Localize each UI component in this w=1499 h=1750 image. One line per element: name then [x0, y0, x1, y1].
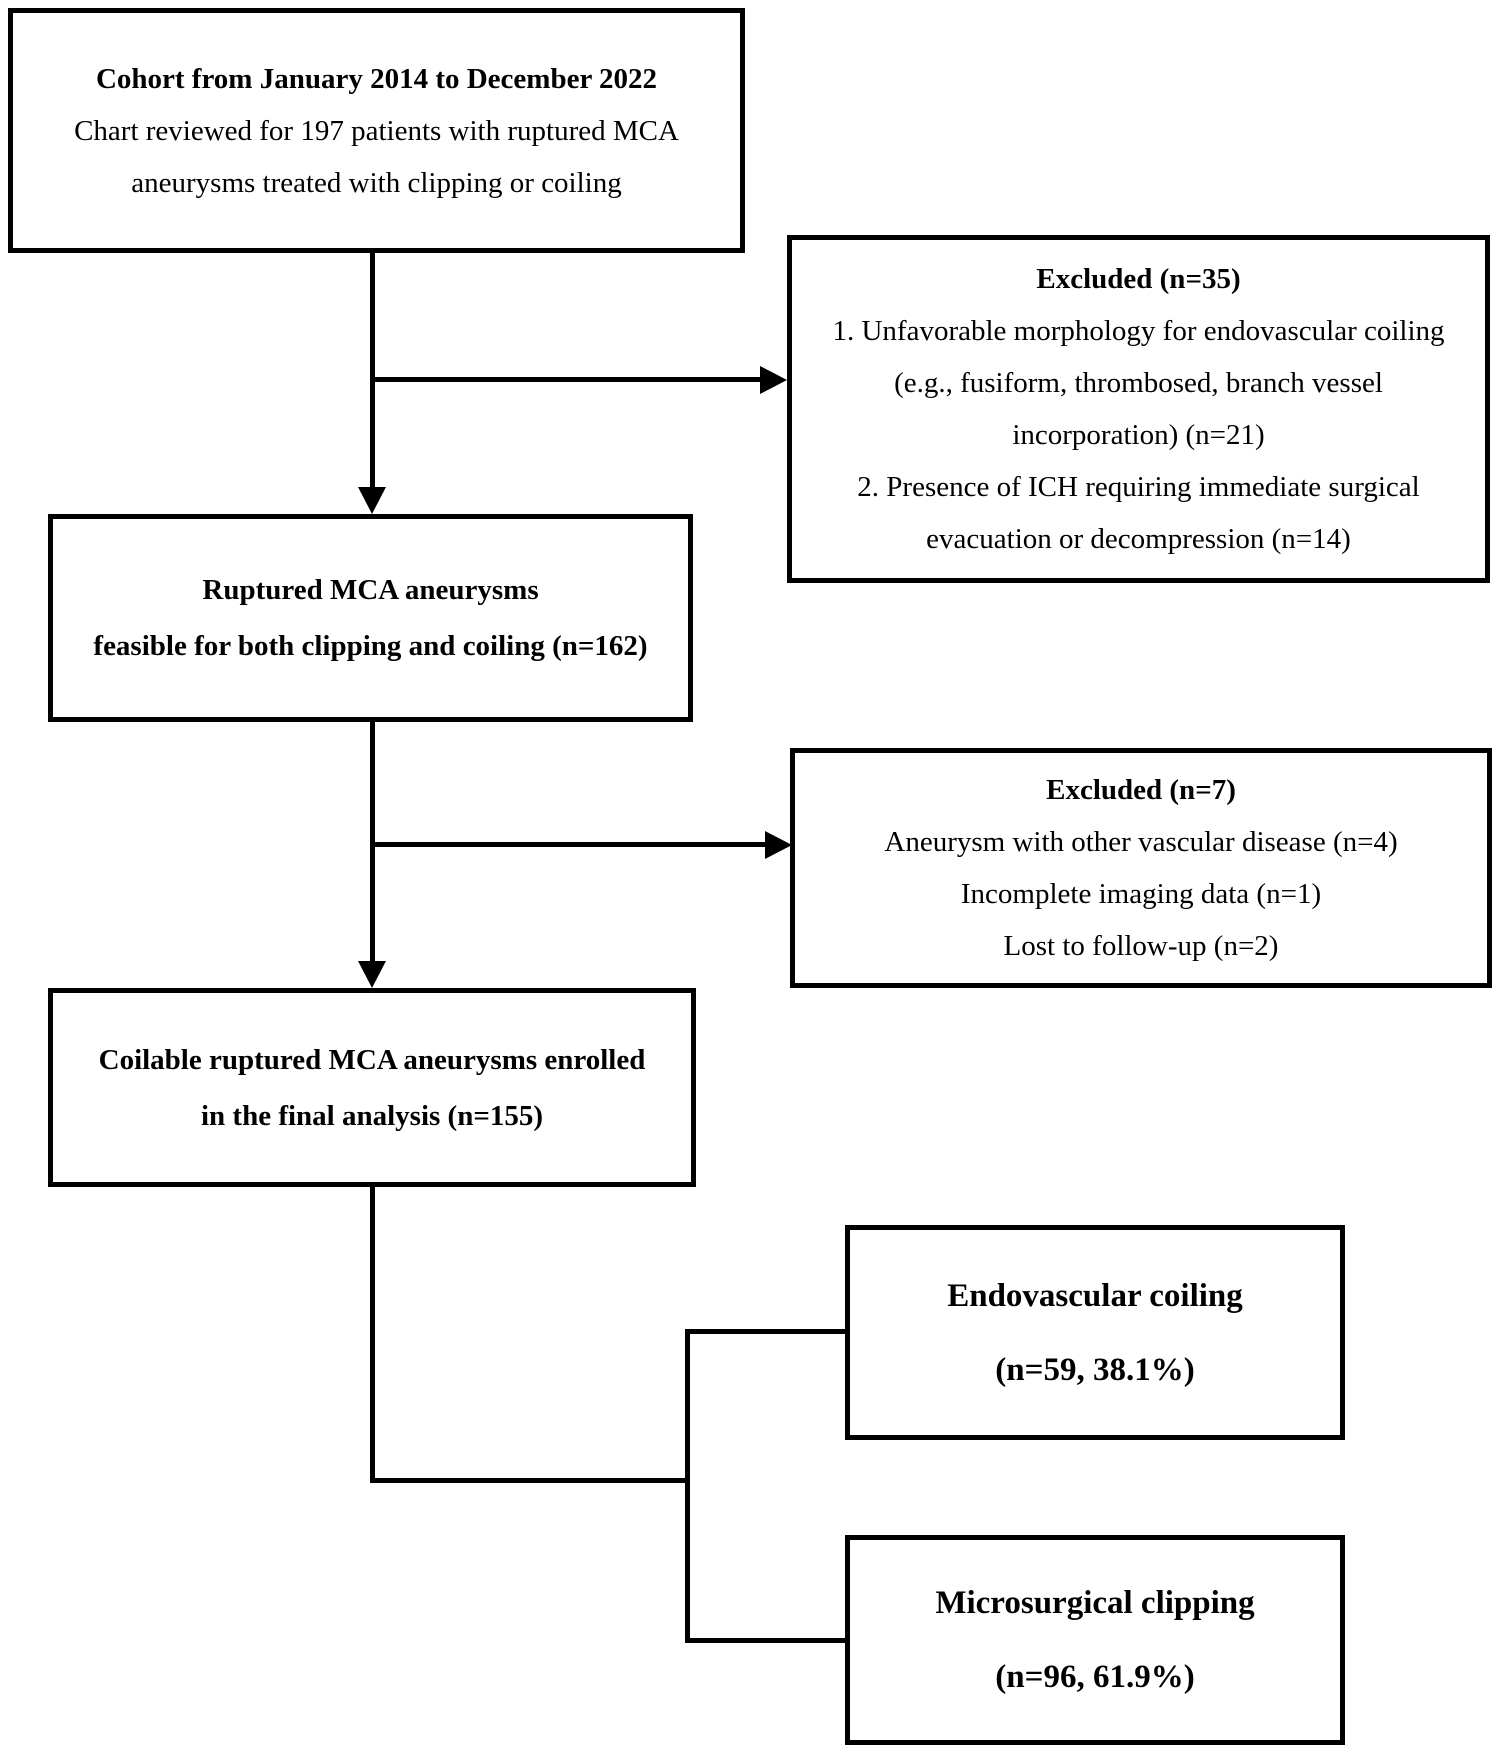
excluded-35-box: Excluded (n=35) 1. Unfavorable morpholog…	[787, 235, 1490, 583]
coiling-line2: (n=59, 38.1%)	[995, 1351, 1195, 1388]
excluded-7-box: Excluded (n=7) Aneurysm with other vascu…	[790, 748, 1492, 988]
enrolled-box: Coilable ruptured MCA aneurysms enrolled…	[48, 988, 696, 1187]
excluded-35-line3: incorporation) (n=21)	[1012, 419, 1265, 451]
excluded-7-line2: Incomplete imaging data (n=1)	[960, 878, 1322, 910]
arrowhead-down-enrolled	[358, 961, 386, 988]
enrolled-line1: Coilable ruptured MCA aneurysms enrolled	[98, 1043, 646, 1076]
coiling-line1: Endovascular coiling	[947, 1277, 1243, 1314]
cohort-box: Cohort from January 2014 to December 202…	[8, 8, 745, 253]
excluded-35-line5: evacuation or decompression (n=14)	[926, 523, 1351, 555]
flow-line-branch-excluded-35	[370, 377, 761, 382]
flow-line-to-coiling	[685, 1329, 845, 1334]
flow-line-branch-excluded-7	[370, 842, 766, 847]
cohort-title: Cohort from January 2014 to December 202…	[95, 62, 658, 95]
arrowhead-right-excluded-7	[765, 831, 792, 859]
arrowhead-right-excluded-35	[760, 366, 787, 394]
excluded-7-title: Excluded (n=7)	[1046, 774, 1236, 806]
excluded-7-line3: Lost to follow-up (n=2)	[1003, 930, 1279, 962]
flow-line-enrolled-down	[370, 1187, 375, 1483]
flow-line-split-vertical	[685, 1329, 690, 1643]
clipping-line2: (n=96, 61.9%)	[995, 1659, 1195, 1695]
feasible-line2: feasible for both clipping and coiling (…	[93, 630, 648, 662]
arrowhead-down-feasible	[358, 487, 386, 514]
flow-line-to-clipping	[685, 1638, 845, 1643]
enrolled-line2: in the final analysis (n=155)	[200, 1099, 544, 1132]
excluded-35-title: Excluded (n=35)	[1036, 263, 1241, 295]
clipping-box: Microsurgical clipping (n=96, 61.9%)	[845, 1535, 1345, 1745]
feasible-line1: Ruptured MCA aneurysms	[202, 574, 539, 606]
feasible-box: Ruptured MCA aneurysms feasible for both…	[48, 514, 693, 722]
flow-line-cohort-to-feasible	[370, 253, 375, 488]
cohort-body-line2: aneurysms treated with clipping or coili…	[131, 166, 622, 199]
coiling-box: Endovascular coiling (n=59, 38.1%)	[845, 1225, 1345, 1440]
excluded-35-line2: (e.g., fusiform, thrombosed, branch vess…	[894, 367, 1383, 399]
excluded-35-line1: 1. Unfavorable morphology for endovascul…	[832, 315, 1445, 347]
cohort-body-line1: Chart reviewed for 197 patients with rup…	[74, 114, 679, 147]
clipping-line1: Microsurgical clipping	[935, 1585, 1255, 1621]
flow-line-split-horizontal	[370, 1478, 690, 1483]
excluded-35-line4: 2. Presence of ICH requiring immediate s…	[857, 471, 1420, 503]
excluded-7-line1: Aneurysm with other vascular disease (n=…	[884, 826, 1398, 858]
